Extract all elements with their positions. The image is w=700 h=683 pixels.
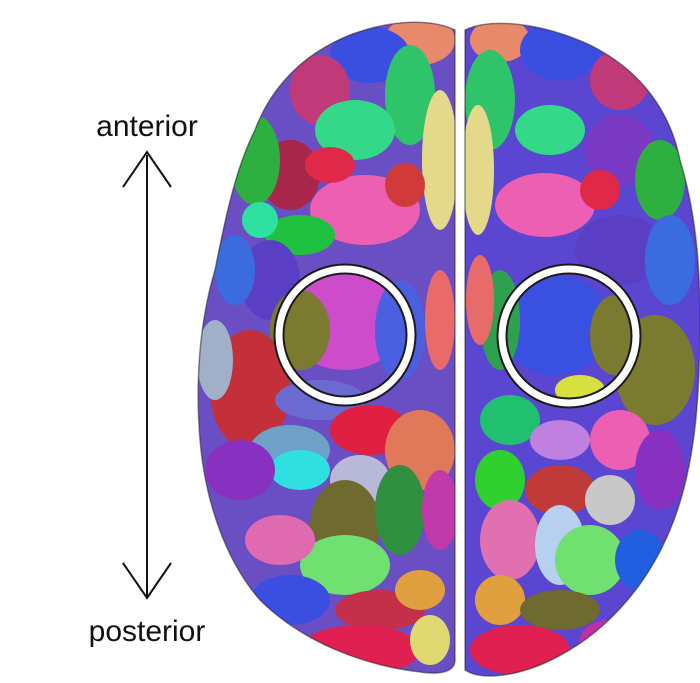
orientation-axis: anterior posterior <box>89 110 206 648</box>
brain-render <box>190 10 700 683</box>
right-hemisphere <box>460 10 700 680</box>
interhemispheric-fissure <box>455 15 465 683</box>
posterior-label: posterior <box>89 615 206 648</box>
anterior-label: anterior <box>96 110 198 143</box>
left-hemisphere <box>190 10 460 680</box>
